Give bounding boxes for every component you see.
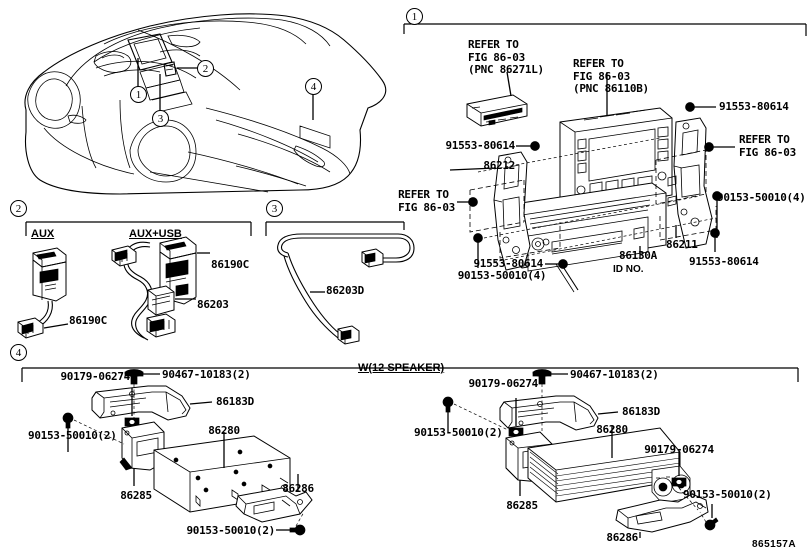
vehicle-callout-1: 1 — [130, 86, 147, 103]
label-refer-86110b: REFER TO FIG 86-03 (PNC 86110B) — [573, 57, 649, 95]
panel-badge-1: 1 — [406, 8, 423, 25]
part-86203-usb-cord — [111, 241, 176, 341]
fasteners-panel-1 — [449, 102, 735, 269]
heading-aux: AUX — [31, 228, 55, 240]
panel-1-artwork — [449, 71, 735, 293]
part-90467-10183-clip-right — [532, 369, 552, 385]
label-receiver-86130a: 86130A — [619, 249, 657, 262]
part-86286-bracket-left — [235, 487, 313, 523]
part-90153-50010-screw-right-left — [442, 396, 454, 413]
label-bolt-left: 91553-80614 — [445, 139, 515, 152]
label-refer-86271l: REFER TO FIG 86-03 (PNC 86271L) — [468, 38, 544, 76]
label-grommet-right: 90179-06274 — [468, 377, 538, 390]
label-usb-cord-86203: 86203 — [197, 298, 229, 311]
label-auxusb-jack-86190c: 86190C — [211, 258, 249, 271]
label-bracket-86211: 86211 — [666, 238, 698, 251]
vehicle-callout-4: 4 — [305, 78, 322, 95]
part-86183d-bracket-left — [91, 385, 191, 421]
label-screw-left: 90153-50010(2) — [28, 429, 117, 442]
label-refer-right: REFER TO FIG 86-03 — [739, 133, 796, 159]
label-bracket-86183d-left: 86183D — [216, 395, 254, 408]
panel-4-frame — [21, 367, 799, 382]
panel-2-frame — [25, 221, 252, 236]
part-90179-06274-grommet-right-2 — [671, 477, 687, 487]
part-86130a-receiver — [507, 182, 667, 293]
label-bolt-bottom: 91553-80614 — [473, 257, 543, 270]
label-bolt-top-right: 91553-80614 — [719, 100, 789, 113]
part-86211-bracket-right — [667, 117, 713, 249]
vehicle-illustration — [24, 13, 387, 195]
part-86183d-bracket-right — [499, 395, 599, 431]
label-screw-right-right: 90153-50010(2) — [683, 488, 772, 501]
vehicle-callout-3: 3 — [152, 110, 169, 127]
part-86190c-aux-jack — [17, 247, 67, 339]
panel-badge-4: 4 — [10, 344, 27, 361]
part-90153-50010-screw-right-right — [704, 517, 719, 531]
label-clip-left: 90467-10183(2) — [162, 368, 251, 381]
label-screw-left-right: 90153-50010(2) — [414, 426, 503, 439]
label-refer-left: REFER TO FIG 86-03 — [398, 188, 455, 214]
panel-4-left-artwork — [62, 369, 313, 536]
panel-3-frame — [265, 221, 405, 236]
part-86280-amplifier-right — [527, 427, 691, 504]
label-bracket-86212: 86212 — [483, 159, 515, 172]
panel-badge-2: 2 — [10, 200, 27, 217]
panel-3-artwork — [277, 233, 415, 345]
part-90179-06274-grommet-right — [508, 427, 524, 437]
label-amplifier-86280-right: 86280 — [596, 423, 628, 436]
part-90153-50010-screw-left-bottom — [289, 524, 306, 536]
figure-code: 865157A — [752, 539, 797, 550]
label-grommet-right-2: 90179-06274 — [644, 443, 714, 456]
heading-12-speaker: W(12 SPEAKER) — [358, 362, 445, 374]
label-clip-right: 90467-10183(2) — [570, 368, 659, 381]
part-86212-bracket-left — [493, 151, 531, 271]
label-bracket-86285-right: 86285 — [506, 499, 538, 512]
part-90179-06274-grommet-left — [124, 417, 140, 427]
label-aux-jack-86190c: 86190C — [69, 314, 107, 327]
part-90153-50010-screw-left — [62, 412, 74, 429]
label-id-no: ID NO. — [613, 264, 644, 275]
part-86286-bracket-right — [615, 493, 709, 533]
panel-1-frame — [403, 23, 807, 36]
label-screw-bottom-left: 90153-50010(4) — [457, 269, 547, 282]
label-bracket-86286-left: 86286 — [282, 482, 314, 495]
label-amplifier-86280-left: 86280 — [208, 424, 240, 437]
heading-aux-usb: AUX+USB — [129, 228, 182, 240]
label-cord-86203d: 86203D — [326, 284, 364, 297]
label-screw-right: 90153-50010(4) — [717, 191, 806, 204]
panel-badge-3: 3 — [266, 200, 283, 217]
label-screw-bottom-left-4: 90153-50010(2) — [186, 524, 275, 537]
label-bracket-86285-left: 86285 — [120, 489, 152, 502]
panel-2-artwork — [17, 236, 210, 341]
vehicle-callout-2: 2 — [197, 60, 214, 77]
label-bolt-bottom-right: 91553-80614 — [689, 255, 759, 268]
part-90467-10183-clip-left — [124, 369, 144, 385]
part-86271l-module — [466, 94, 528, 127]
label-bracket-86183d-right: 86183D — [622, 405, 660, 418]
label-bracket-86286-right: 86286 — [606, 531, 638, 544]
label-grommet-left: 90179-06274 — [60, 370, 130, 383]
panel-4-right-artwork — [442, 369, 719, 538]
